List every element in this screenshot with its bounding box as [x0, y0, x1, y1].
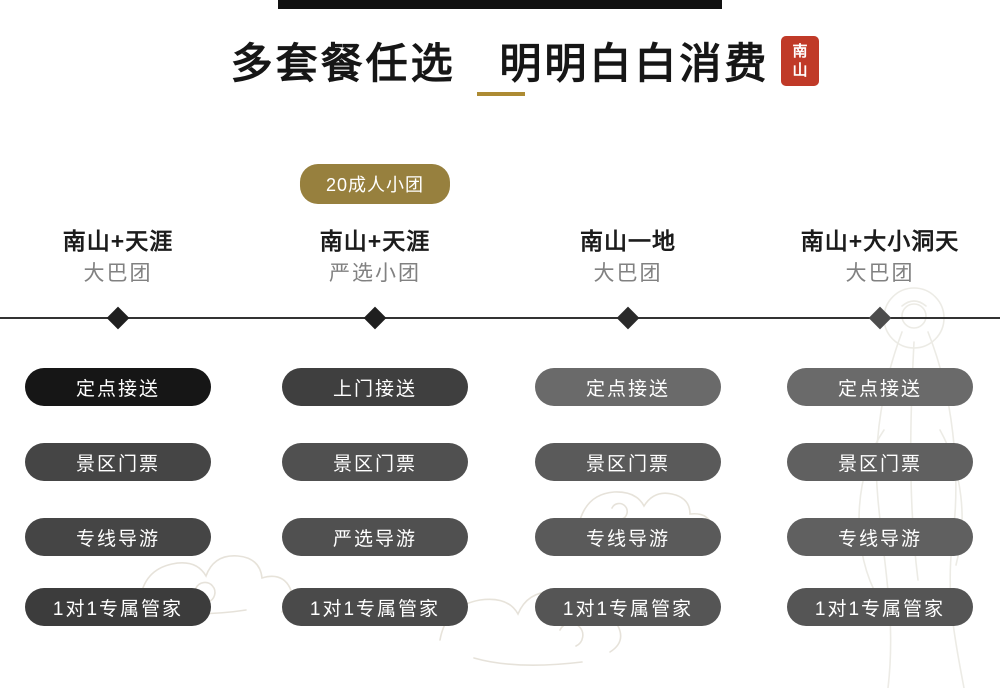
feature-pill: 1对1专属管家 [25, 588, 211, 626]
timeline-line [0, 317, 1000, 319]
diamond-marker-icon [868, 306, 892, 330]
page-title: 多套餐任选 明明白白消费 [231, 30, 770, 91]
feature-pill: 1对1专属管家 [787, 588, 973, 626]
package-column-nanshan-tianya-bus: 南山+天涯 大巴团 定点接送 景区门票 专线导游 1对1专属管家 [13, 220, 223, 650]
package-column-nanshan-tianya-small-group: 南山+天涯 严选小团 上门接送 景区门票 严选导游 1对1专属管家 [270, 220, 480, 650]
feature-pill: 专线导游 [787, 518, 973, 556]
feature-pill: 景区门票 [25, 443, 211, 481]
feature-pill: 景区门票 [787, 443, 973, 481]
feature-pill: 景区门票 [282, 443, 468, 481]
diamond-marker-icon [106, 306, 130, 330]
seal-char-top: 南 [792, 42, 808, 61]
package-subtitle: 大巴团 [593, 262, 663, 285]
diamond-marker-icon [616, 306, 640, 330]
package-title: 南山+天涯 [319, 228, 431, 254]
feature-pill: 定点接送 [787, 368, 973, 406]
feature-pill: 景区门票 [535, 443, 721, 481]
feature-pill: 上门接送 [282, 368, 468, 406]
package-subtitle: 大巴团 [83, 262, 153, 285]
package-title: 南山一地 [580, 228, 676, 254]
package-column-nanshan-only: 南山一地 大巴团 定点接送 景区门票 专线导游 1对1专属管家 [523, 220, 733, 650]
feature-pill: 定点接送 [535, 368, 721, 406]
feature-pill: 定点接送 [25, 368, 211, 406]
feature-pill: 专线导游 [535, 518, 721, 556]
feature-pill: 1对1专属管家 [535, 588, 721, 626]
feature-pill: 1对1专属管家 [282, 588, 468, 626]
feature-pill: 专线导游 [25, 518, 211, 556]
nanshan-seal-icon: 南 山 [781, 36, 819, 86]
package-subtitle: 大巴团 [845, 262, 915, 285]
title-right-text: 明明白白消费 [499, 39, 770, 88]
feature-pill: 严选导游 [282, 518, 468, 556]
package-title: 南山+大小洞天 [800, 228, 960, 254]
group-size-badge: 20成人小团 [299, 164, 451, 204]
title-underline [477, 92, 525, 96]
top-decoration-bar [278, 0, 722, 9]
package-column-nanshan-daxiaodongtian: 南山+大小洞天 大巴团 定点接送 景区门票 专线导游 1对1专属管家 [775, 220, 985, 650]
seal-char-bottom: 山 [792, 61, 808, 79]
package-subtitle: 严选小团 [329, 262, 421, 285]
diamond-marker-icon [363, 306, 387, 330]
title-left-text: 多套餐任选 [230, 39, 456, 88]
package-title: 南山+天涯 [62, 228, 174, 254]
